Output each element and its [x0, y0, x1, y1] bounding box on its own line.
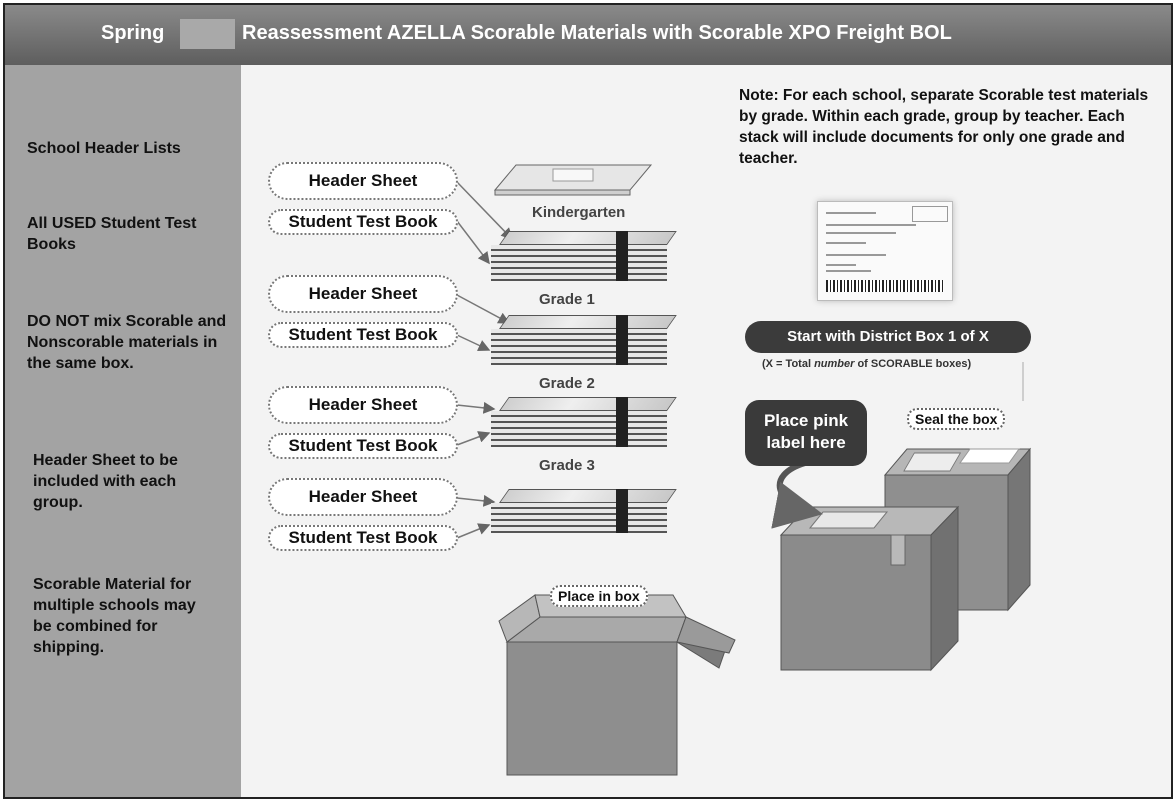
seal-box-label: Seal the box — [907, 408, 1006, 430]
note-text: Note: For each school, separate Scorable… — [739, 87, 1149, 167]
start-box-pill: Start with District Box 1 of X — [745, 321, 1031, 353]
grade-label: Kindergarten — [532, 204, 626, 221]
start-note-suffix: of SCORABLE boxes) — [854, 358, 972, 370]
sealed-box-front — [779, 505, 960, 672]
book-stack — [491, 231, 677, 281]
header-sheet-pill: Header Sheet — [268, 478, 458, 516]
start-note-prefix: (X = Total — [762, 358, 815, 370]
student-test-book-pill: Student Test Book — [268, 525, 458, 551]
redacted-year-box — [180, 19, 235, 49]
grade-label: Grade 3 — [539, 457, 595, 474]
title-banner: Spring Reassessment AZELLA Scorable Mate… — [5, 5, 1171, 65]
title-main: Reassessment AZELLA Scorable Materials w… — [242, 22, 952, 44]
arrow-set — [456, 181, 514, 539]
student-test-book-pill: Student Test Book — [268, 209, 458, 235]
sidebar-item-header-lists: School Header Lists — [27, 140, 181, 157]
book-stack — [491, 315, 677, 365]
grade-label: Grade 2 — [539, 375, 595, 392]
student-test-book-pill: Student Test Book — [268, 433, 458, 459]
bol-document — [817, 201, 953, 301]
header-sheet-pill: Header Sheet — [268, 162, 458, 200]
grade-label: Grade 1 — [539, 291, 595, 308]
barcode — [826, 280, 944, 292]
header-sheet-pill: Header Sheet — [268, 386, 458, 424]
start-note-em: number — [814, 358, 855, 370]
student-test-book-pill: Student Test Book — [268, 322, 458, 348]
sidebar: School Header Lists All USED Student Tes… — [5, 65, 241, 797]
sidebar-item-used-books: All USED Student Test Books — [27, 215, 197, 253]
curved-arrow — [771, 460, 823, 529]
open-box — [498, 594, 736, 776]
place-in-box-label: Place in box — [550, 585, 648, 607]
sidebar-item-multiple-schools: Scorable Material for multiple schools m… — [33, 576, 196, 656]
header-sheet-pill: Header Sheet — [268, 275, 458, 313]
title-spring: Spring — [101, 22, 165, 44]
infographic: Spring Reassessment AZELLA Scorable Mate… — [3, 3, 1173, 799]
book-stack — [491, 489, 677, 533]
kindergarten-sheet — [493, 164, 653, 196]
start-box-note: (X = Total number of SCORABLE boxes) — [762, 358, 971, 370]
pink-label-bubble: Place pink label here — [745, 400, 867, 466]
sidebar-item-do-not-mix: DO NOT mix Scorable and Nonscorable mate… — [27, 313, 227, 372]
book-stack — [491, 397, 677, 447]
sidebar-item-header-included: Header Sheet to be included with each gr… — [33, 452, 178, 511]
